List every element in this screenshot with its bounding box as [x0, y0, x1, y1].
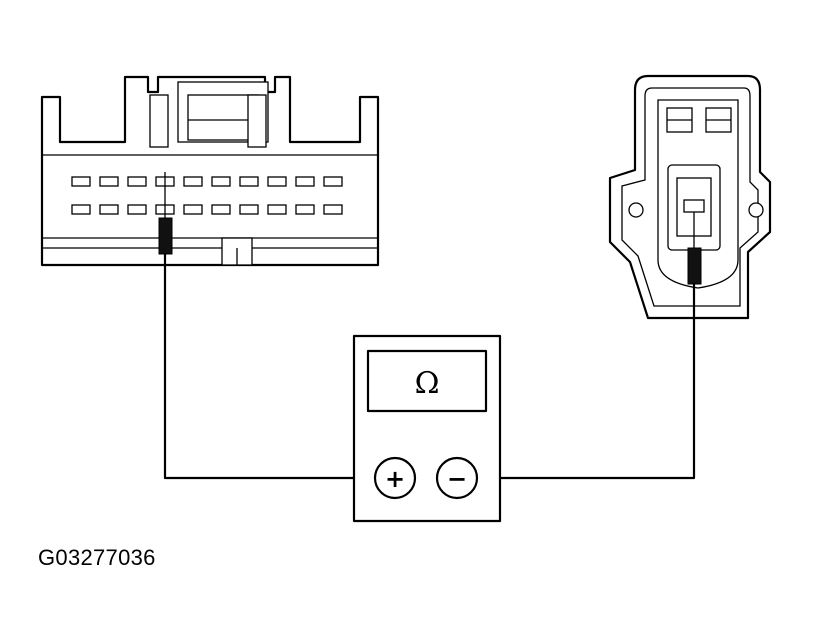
multi-pin-connector — [40, 75, 380, 267]
negative-terminal — [435, 456, 479, 500]
meter-display — [366, 349, 488, 413]
ohm-symbol: Ω — [415, 366, 440, 401]
negative-test-lead — [476, 282, 696, 480]
negative-terminal-label: − — [447, 465, 467, 493]
sensor-connector — [608, 74, 772, 320]
pin-cavity-row-bottom — [71, 204, 343, 215]
positive-terminal — [373, 456, 417, 500]
pin-cavity-row-top — [71, 176, 343, 187]
positive-terminal-label: + — [385, 465, 405, 493]
positive-test-lead — [163, 252, 378, 480]
figure-id: G03277036 — [38, 545, 156, 570]
ohmmeter: Ω + − — [352, 334, 502, 523]
